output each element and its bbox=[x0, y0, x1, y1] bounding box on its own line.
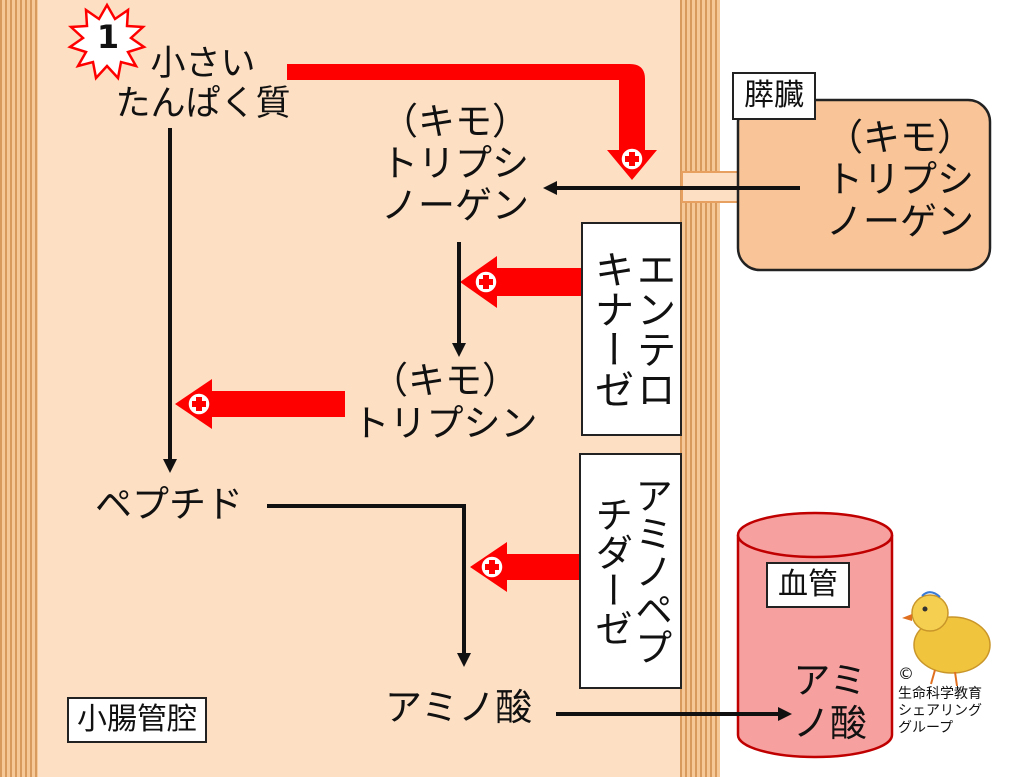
label-chymotrypsinogen-lumen: （キモ） トリプシ ノーゲン bbox=[381, 100, 529, 227]
badge-number: 1 bbox=[96, 18, 120, 56]
label-chymotrypsin: （キモ） トリプシン bbox=[352, 359, 538, 445]
plus-icon bbox=[187, 392, 211, 416]
red-arrow-aminopeptidase bbox=[470, 542, 580, 592]
aminopeptidase-col1: アミノペプ bbox=[628, 476, 673, 666]
red-arrow-chymotrypsin bbox=[175, 379, 345, 429]
label-lumen-region: 小腸管腔 bbox=[67, 697, 207, 743]
label-pancreas: 膵臓 bbox=[732, 72, 816, 120]
credit-symbol: © bbox=[898, 664, 914, 683]
enterokinase-box: エンテロ キナーゼ bbox=[581, 222, 682, 436]
label-amino-acid-blood: アミ ノ酸 bbox=[793, 659, 867, 745]
enterokinase-col1: エンテロ bbox=[629, 249, 676, 409]
label-blood-vessel: 血管 bbox=[766, 562, 850, 608]
enterokinase-col2: キナーゼ bbox=[587, 249, 634, 409]
red-elbow-arrow bbox=[287, 64, 657, 180]
aminopeptidase-box: アミノペプ チダーゼ bbox=[579, 453, 682, 689]
starburst-icon bbox=[67, 2, 147, 81]
arrow-peptide-to-amino-acid bbox=[267, 504, 471, 667]
plus-icon bbox=[480, 555, 504, 579]
chick-icon bbox=[902, 591, 991, 687]
label-amino-acid-lumen: アミノ酸 bbox=[385, 686, 533, 729]
label-chymotrypsinogen-pancreas: （キモ） トリプシ ノーゲン bbox=[826, 116, 974, 243]
left-intestinal-wall bbox=[0, 0, 38, 777]
label-peptide: ペプチド bbox=[95, 483, 243, 526]
label-small-protein: 小さい たんぱく質 bbox=[115, 44, 291, 124]
plus-icon bbox=[620, 147, 644, 171]
pancreas-shape bbox=[736, 98, 992, 272]
plus-icon bbox=[474, 270, 498, 294]
aminopeptidase-col2: チダーゼ bbox=[588, 495, 633, 647]
blood-vessel-top bbox=[736, 511, 894, 559]
right-intestinal-wall bbox=[680, 0, 720, 777]
red-arrow-enterokinase bbox=[460, 256, 582, 308]
credit-text: 生命科学教育 シェアリング グループ bbox=[898, 686, 982, 736]
